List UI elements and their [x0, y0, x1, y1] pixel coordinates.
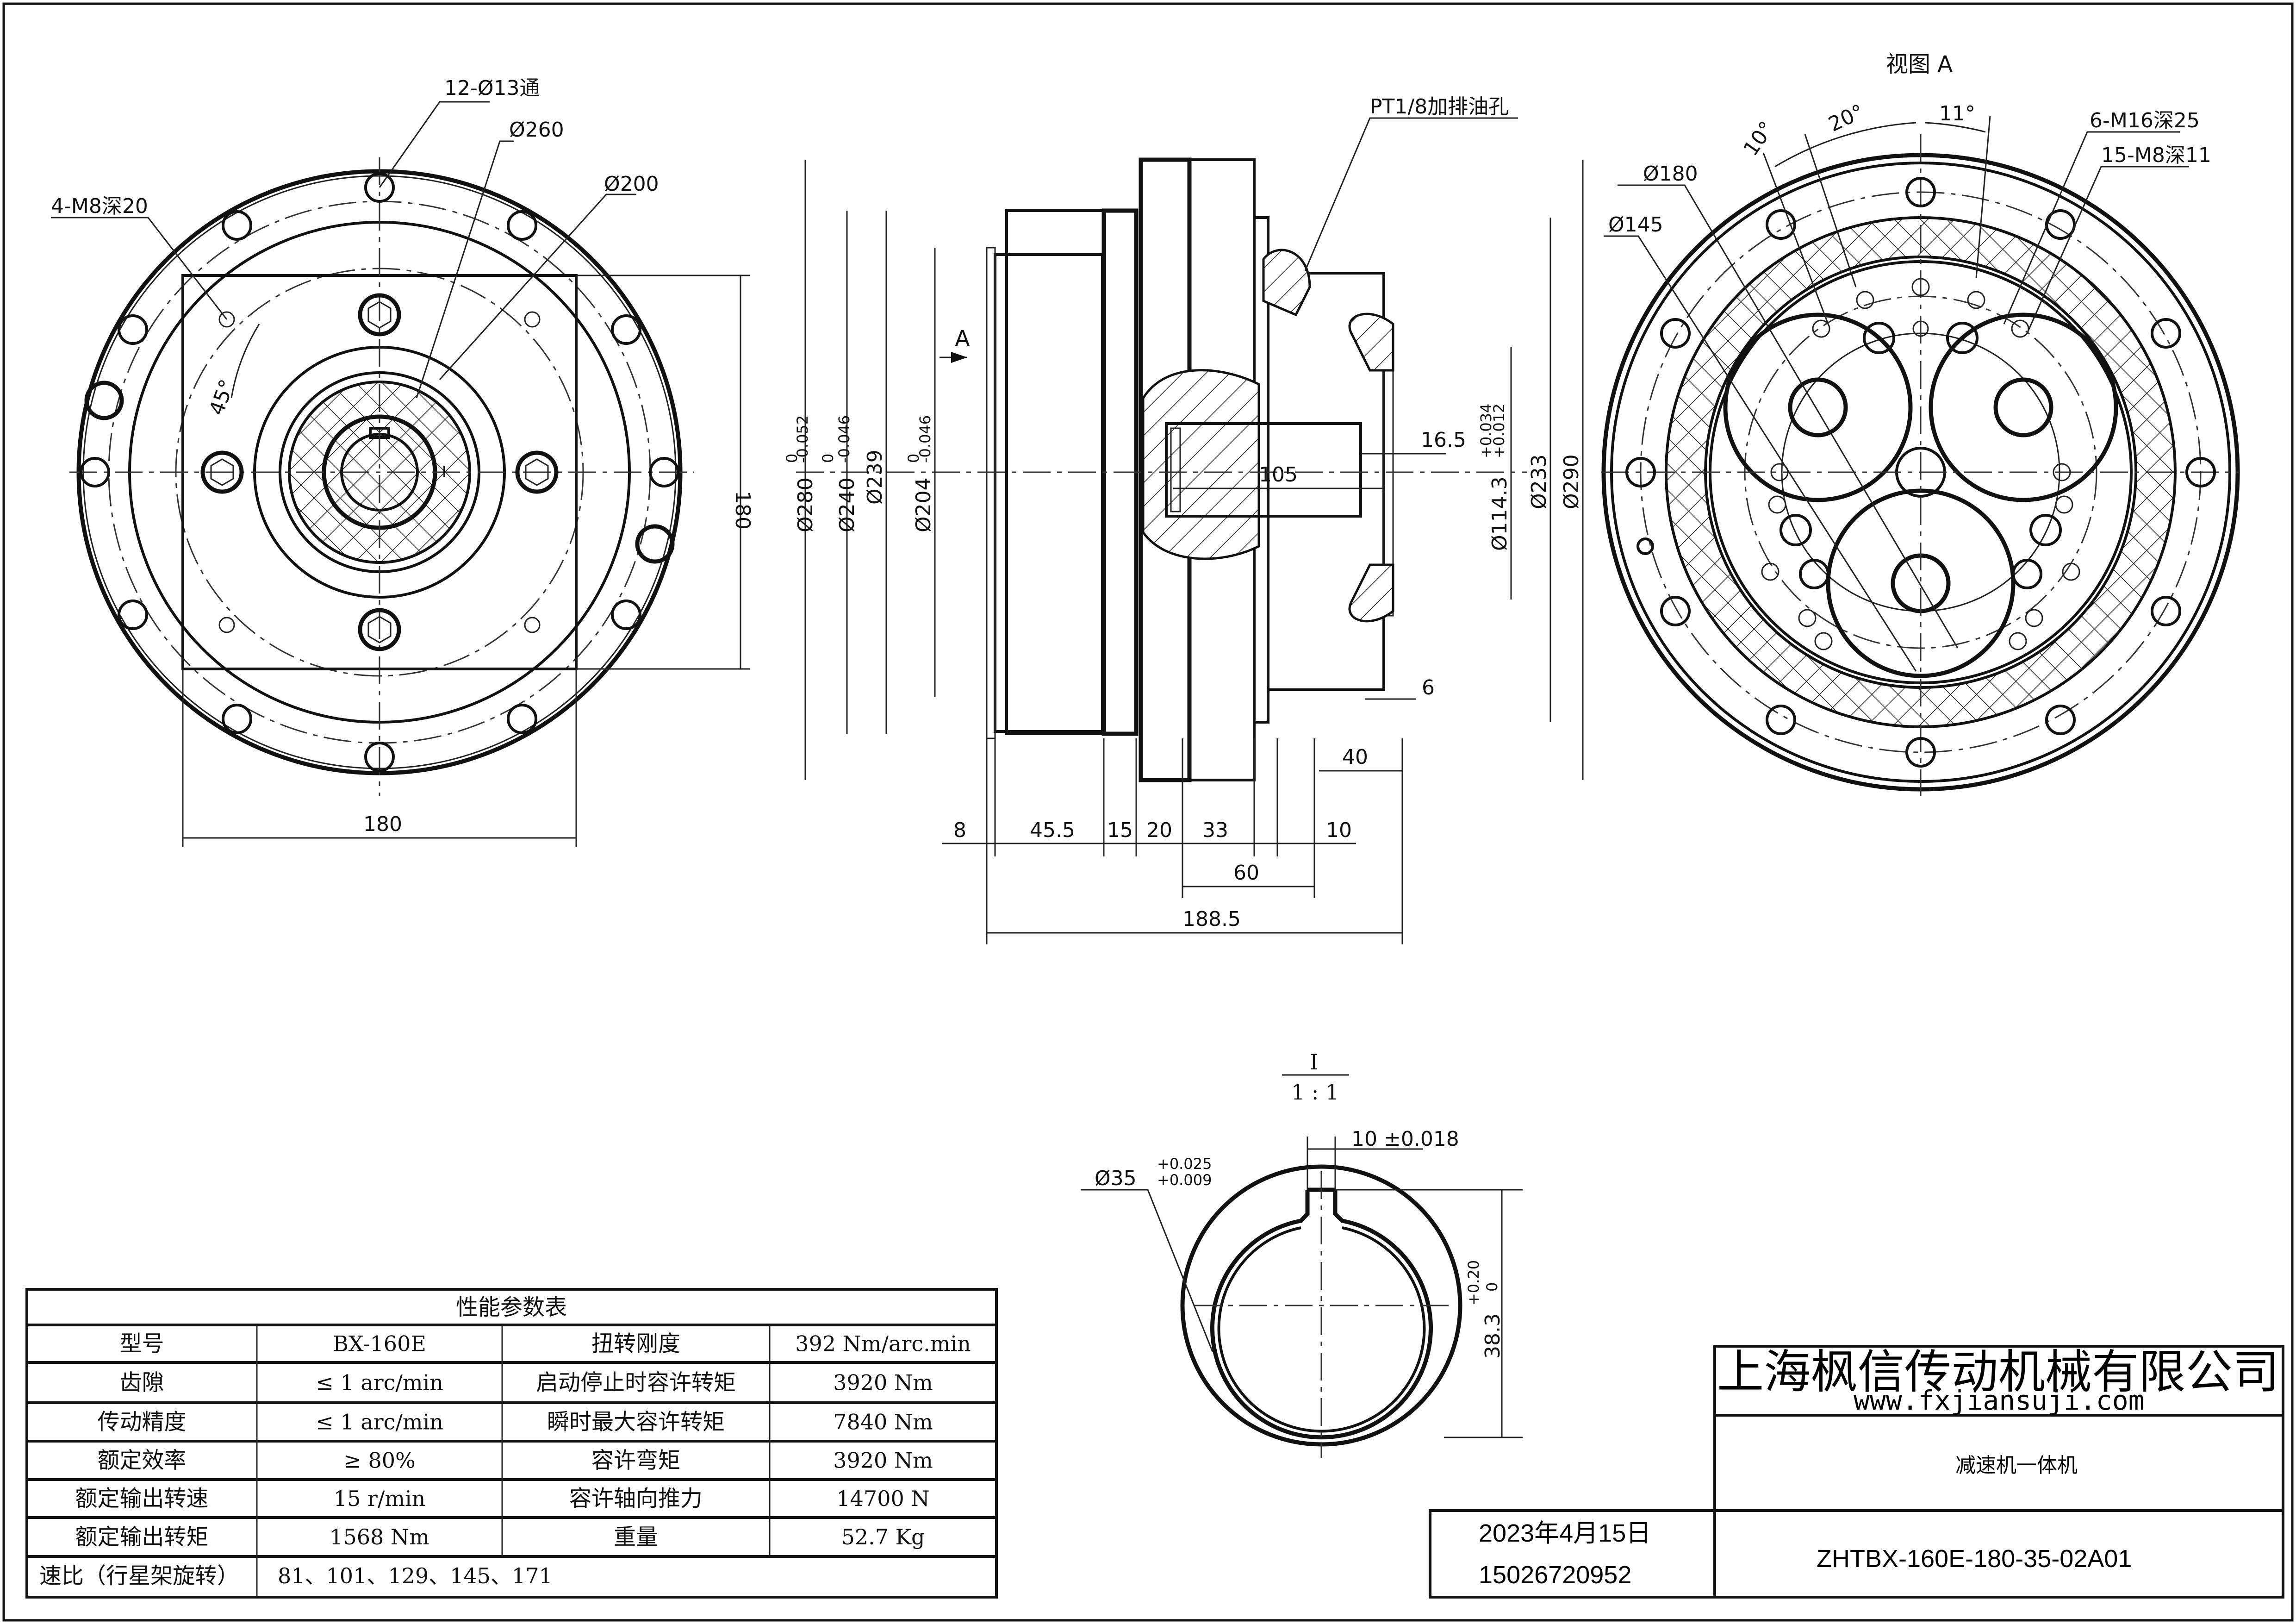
tapped-holes-label: 4-M8深20 — [51, 194, 148, 218]
view-a-title: 视图 A — [1886, 51, 1953, 77]
overall-length: 188.5 — [1182, 907, 1241, 931]
product-name: 减速机一体机 — [1955, 1454, 2078, 1477]
chain-dim-6: 10 — [1326, 818, 1352, 842]
drawing-number: ZHTBX-160E-180-35-02A01 — [1817, 1545, 2132, 1573]
dia-280-upper-tol: 0 — [783, 454, 801, 463]
tapped-m16-label: 6-M16深25 — [2090, 109, 2200, 132]
dia-240-lower-tol: -0.046 — [835, 415, 853, 463]
output-flange-dim: 40 — [1342, 745, 1368, 769]
chain-dim-3: 15 — [1107, 818, 1133, 842]
detail-i: I 1 : 1 10 ±0.018 Ø35 +0.025 +0.009 38.3… — [1081, 1049, 1523, 1458]
spec-cell-value1: ≤ 1 arc/min — [316, 1410, 443, 1435]
dia-240: Ø240 — [835, 477, 859, 532]
view-a-marker: A — [955, 326, 970, 352]
spec-cell-label1: 型号 — [119, 1331, 164, 1357]
chain-dim-1: 8 — [953, 818, 966, 842]
width-dimension: 180 — [363, 812, 402, 836]
side-view: A PT1/8加排油孔 Ø280 0 -0.052 Ø240 0 -0.046 … — [783, 95, 1584, 944]
spec-cell-label2: 扭转刚度 — [591, 1331, 680, 1357]
dia-233: Ø233 — [1527, 454, 1551, 509]
dia-280-lower-tol: -0.052 — [794, 415, 811, 463]
cap-screws — [84, 293, 675, 651]
view-a: 视图 A — [1601, 51, 2240, 796]
dia-145-label: Ø145 — [1608, 213, 1663, 237]
spec-cell-label2: 容许弯矩 — [591, 1448, 680, 1474]
spec-cell-label1: 额定输出转矩 — [75, 1524, 208, 1550]
key-depth-lower-tol: 0 — [1483, 1282, 1501, 1292]
title-block: 上海枫信传动机械有限公司 www.fxjiansuji.com 减速机一体机 2… — [1429, 1345, 2284, 1599]
chain-dim-4: 20 — [1146, 818, 1172, 842]
spec-cell-value2: 3920 Nm — [833, 1370, 933, 1395]
bore-depth: 105 — [1259, 463, 1298, 487]
angle-10: 10° — [1739, 117, 1779, 160]
spec-cell-label2: 启动停止时容许转矩 — [536, 1370, 736, 1396]
dia-204-lower-tol: -0.046 — [916, 415, 934, 463]
spec-cell-value2: 14700 N — [836, 1486, 929, 1511]
mid-dim: 60 — [1233, 861, 1259, 885]
dia-204-upper-tol: 0 — [905, 454, 922, 463]
dia-180-label: Ø180 — [1643, 162, 1698, 186]
chain-dim-2: 45.5 — [1030, 818, 1075, 842]
contact-phone: 15026720952 — [1479, 1561, 1631, 1589]
drawing-date: 2023年4月15日 — [1479, 1519, 1651, 1547]
dia-290: Ø290 — [1560, 454, 1583, 509]
spec-cell-value2: 7840 Nm — [833, 1410, 933, 1435]
angle-11: 11° — [1939, 102, 1975, 125]
spec-cell-label1: 额定效率 — [97, 1448, 186, 1474]
tapped-m8-label: 15-M8深11 — [2101, 144, 2211, 167]
bolt-holes — [80, 172, 679, 772]
spec-cell-label1: 传动精度 — [97, 1409, 186, 1435]
detail-bore: Ø35 — [1095, 1167, 1137, 1190]
dia-114-3: Ø114.3 — [1488, 476, 1512, 551]
spec-cell-value1: ≥ 80% — [343, 1448, 415, 1473]
spec-cell-label2: 重量 — [614, 1524, 658, 1550]
dia-114-3-lower-tol: +0.012 — [1490, 404, 1508, 458]
m8-holes — [218, 311, 541, 633]
detail-title: I — [1310, 1049, 1318, 1074]
spec-cell-value2: 392 Nm/arc.min — [795, 1331, 971, 1356]
bolt-circle-label: Ø260 — [509, 118, 564, 142]
spec-cell-value2: 52.7 Kg — [841, 1524, 925, 1549]
spec-cell-label2: 容许轴向推力 — [569, 1486, 703, 1512]
holes-through-label: 12-Ø13通 — [444, 76, 540, 100]
height-dimension: 180 — [731, 491, 754, 530]
spec-cell-value1: BX-160E — [333, 1331, 426, 1356]
spec-cell-label1: 额定输出转速 — [75, 1486, 208, 1512]
detail-marker: I — [442, 463, 446, 481]
spec-table-title: 性能参数表 — [456, 1294, 567, 1320]
spec-cell-label2: 瞬时最大容许转矩 — [547, 1409, 725, 1435]
front-view: 12-Ø13通 Ø260 Ø200 4-M8深20 45° 180 180 I — [51, 76, 754, 847]
ratio-label: 速比（行星架旋转） — [39, 1563, 239, 1589]
spec-cell-value1: ≤ 1 arc/min — [316, 1370, 443, 1395]
key-depth-upper-tol: +0.20 — [1465, 1260, 1482, 1305]
detail-bore-upper-tol: +0.025 — [1157, 1155, 1212, 1173]
dia-280: Ø280 — [794, 477, 817, 532]
detail-scale: 1 : 1 — [1291, 1080, 1339, 1105]
pilot-circle-label: Ø200 — [604, 172, 659, 196]
dia-114-3-upper-tol: +0.034 — [1477, 404, 1495, 458]
key-depth: 38.3 — [1481, 1313, 1505, 1359]
spec-cell-value1: 15 r/min — [334, 1486, 426, 1511]
spec-cell-value2: 3920 Nm — [833, 1448, 933, 1473]
spec-cell-label1: 齿隙 — [119, 1370, 164, 1396]
company-website: www.fxjiansuji.com — [1854, 1385, 2145, 1416]
oil-hole-note: PT1/8加排油孔 — [1370, 95, 1509, 119]
ratio-value: 81、101、129、145、171 — [278, 1563, 553, 1588]
angle-label: 45° — [205, 376, 239, 418]
inner-holes — [1636, 278, 2080, 650]
shoulder-dim: 16.5 — [1421, 428, 1466, 452]
dia-204: Ø204 — [912, 477, 935, 532]
lip-dim: 6 — [1422, 676, 1435, 700]
detail-bore-lower-tol: +0.009 — [1157, 1171, 1212, 1189]
dia-239: Ø239 — [863, 450, 887, 505]
company-name: 上海枫信传动机械有限公司 — [1717, 1345, 2279, 1399]
spec-cell-value1: 1568 Nm — [330, 1524, 429, 1549]
spec-table: 性能参数表 — [25, 1288, 998, 1599]
key-width: 10 ±0.018 — [1351, 1127, 1459, 1151]
chain-dim-5: 33 — [1202, 818, 1228, 842]
spec-table-rows: 型号 BX-160E 扭转刚度 392 Nm/arc.min 齿隙 ≤ 1 arc/min… — [75, 1331, 971, 1550]
dia-240-upper-tol: 0 — [819, 454, 837, 463]
chain-dimensions — [942, 738, 1403, 944]
